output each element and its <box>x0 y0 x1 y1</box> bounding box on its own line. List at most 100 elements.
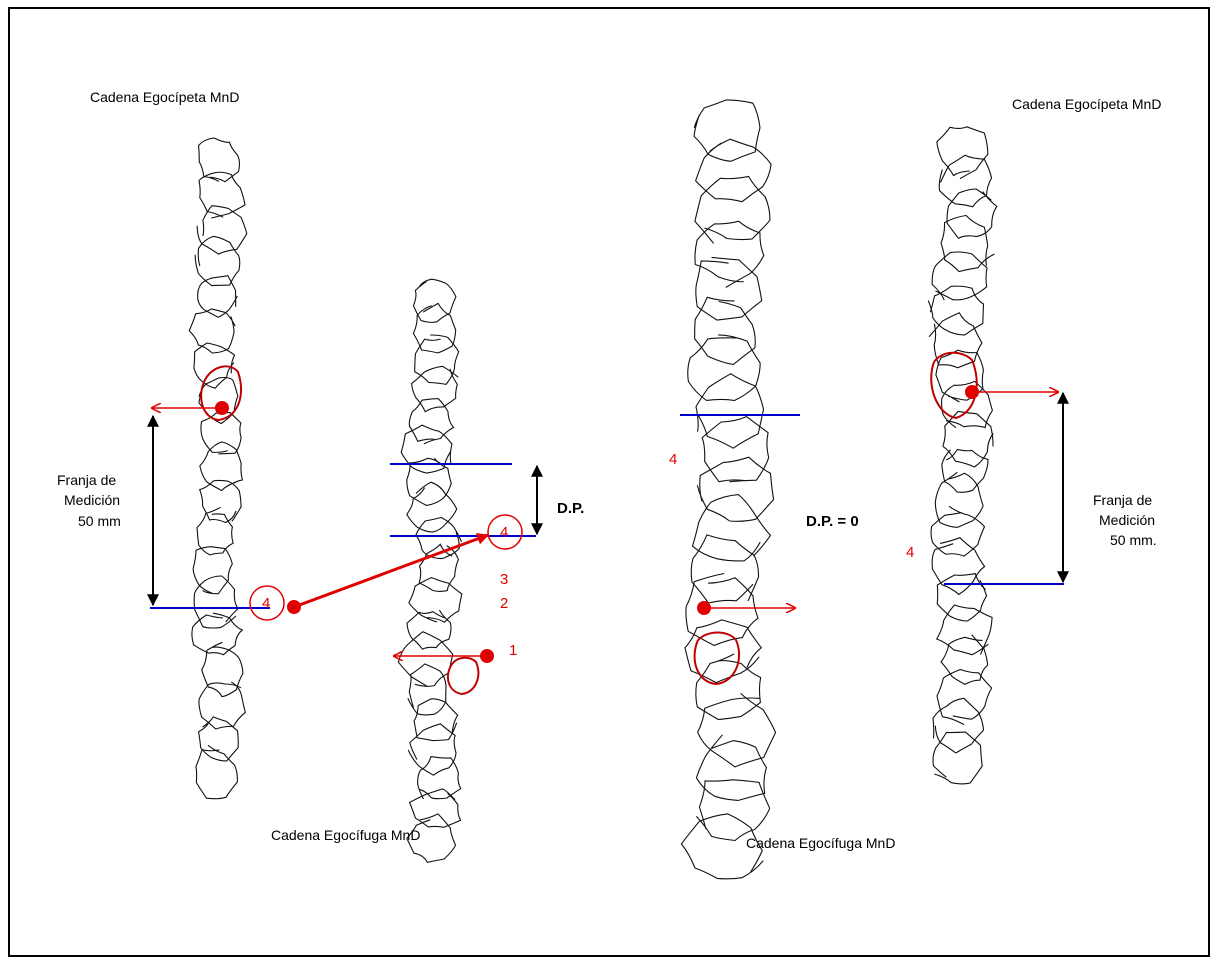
marker-4-chain3: 4 <box>669 451 677 468</box>
chain-loop <box>696 456 775 522</box>
chain-loop <box>408 398 455 445</box>
chain-loop <box>934 471 984 528</box>
chain-loop <box>407 663 447 716</box>
band-label-right-line2: Medición <box>1099 512 1155 528</box>
chain-loop <box>196 506 234 556</box>
chain-loop <box>198 479 242 524</box>
chain-egocipeta-left <box>188 137 248 800</box>
dp-zero-label: D.P. = 0 <box>806 513 859 530</box>
chain-loop <box>694 175 771 244</box>
chain-loop <box>188 308 236 354</box>
chain-loop <box>687 334 761 402</box>
chain-loop <box>415 516 463 560</box>
chain-loop <box>938 154 993 208</box>
chain-loop <box>195 744 238 800</box>
chain-loop <box>694 296 756 365</box>
title-chain4: Cadena Egocípeta MnD <box>1012 96 1161 112</box>
marker-1: 1 <box>509 642 517 659</box>
chain-loop <box>927 285 985 336</box>
chain-loop <box>685 572 759 647</box>
chain-loop <box>397 631 454 687</box>
chain-loop <box>418 543 459 592</box>
chain-loop <box>936 572 988 622</box>
chain-loop <box>695 734 767 801</box>
chain-loop <box>701 415 770 483</box>
chain-loop <box>406 813 457 864</box>
chain-loop <box>417 755 462 800</box>
chain-loop <box>695 373 765 449</box>
chain-loop <box>693 99 761 162</box>
chain-loop <box>198 171 246 219</box>
chain-loop <box>935 604 993 656</box>
chain-loop <box>196 205 248 255</box>
chain-loop <box>193 342 236 389</box>
chain-loop <box>192 546 233 595</box>
highlight-loop-chain1 <box>200 365 243 422</box>
title-chain3: Cadena Egocífuga MnD <box>746 835 895 851</box>
chain-loop <box>412 302 457 354</box>
chain-loop <box>940 634 989 686</box>
title-chain2: Cadena Egocífuga MnD <box>271 827 420 843</box>
chain-loop <box>191 612 244 656</box>
chain-loop <box>201 641 244 698</box>
highlight-loop-chain3 <box>693 631 741 686</box>
band-label-left-line1: Franja de <box>57 472 116 488</box>
chain-loop <box>697 693 777 768</box>
band-label-left-line2: Medición <box>64 492 120 508</box>
chain-loop <box>413 698 459 742</box>
chain-loop <box>197 275 238 318</box>
band-label-right-line3: 50 mm. <box>1110 532 1157 548</box>
chain-loop <box>941 380 994 429</box>
chain-loop <box>931 251 988 301</box>
chain-loop <box>408 577 463 623</box>
chain-loop <box>691 494 772 562</box>
circled-marker-chain2 <box>487 514 523 550</box>
chain-egocipeta-right <box>927 126 998 785</box>
chain-loop <box>406 609 452 650</box>
dp-label: D.P. <box>557 500 584 517</box>
marker-3: 3 <box>500 571 508 588</box>
circled-marker-chain1 <box>249 585 285 621</box>
chain-loop <box>199 441 244 492</box>
chain-loop <box>408 788 462 828</box>
chain-loop <box>400 424 453 474</box>
chain-loop <box>406 481 458 533</box>
chain-loop <box>412 278 457 323</box>
chain-loop <box>941 448 989 493</box>
connector-arrow <box>293 533 490 609</box>
chain-loop <box>932 731 983 785</box>
chain-loop <box>684 619 763 684</box>
chain-loop <box>695 256 763 321</box>
chain-egocifuga-left <box>397 278 463 864</box>
chain-loop <box>946 188 998 240</box>
chain-egocifuga-right <box>680 99 777 880</box>
highlight-loop-chain2 <box>446 656 480 696</box>
chain-loop <box>406 457 452 506</box>
chain-loop <box>198 681 246 730</box>
title-chain1: Cadena Egocípeta MnD <box>90 89 239 105</box>
chain-loop <box>414 334 460 386</box>
chain-loop <box>193 575 239 629</box>
chain-loop <box>932 697 985 754</box>
chain-loop <box>198 137 241 183</box>
chain-loop <box>690 534 760 604</box>
chain-loop <box>680 813 764 880</box>
chain-loop <box>936 126 989 180</box>
band-label-left-line3: 50 mm <box>78 513 121 529</box>
chain-loop <box>936 668 993 726</box>
marker-2: 2 <box>500 595 508 612</box>
circled-marker-chain2-label: 4 <box>500 524 508 541</box>
chain-loop <box>940 214 995 273</box>
highlight-loop-chain4 <box>930 351 978 420</box>
circled-marker-chain1-label: 4 <box>262 595 270 612</box>
chain-loop <box>197 716 239 762</box>
chain-loop <box>411 365 459 413</box>
chain-loop <box>930 505 986 557</box>
chain-loop <box>694 138 772 203</box>
chain-loop <box>942 410 994 468</box>
chain-loop <box>694 220 765 288</box>
chain-loop <box>695 653 762 721</box>
chain-loop <box>931 537 986 596</box>
chain-loop <box>695 779 771 842</box>
